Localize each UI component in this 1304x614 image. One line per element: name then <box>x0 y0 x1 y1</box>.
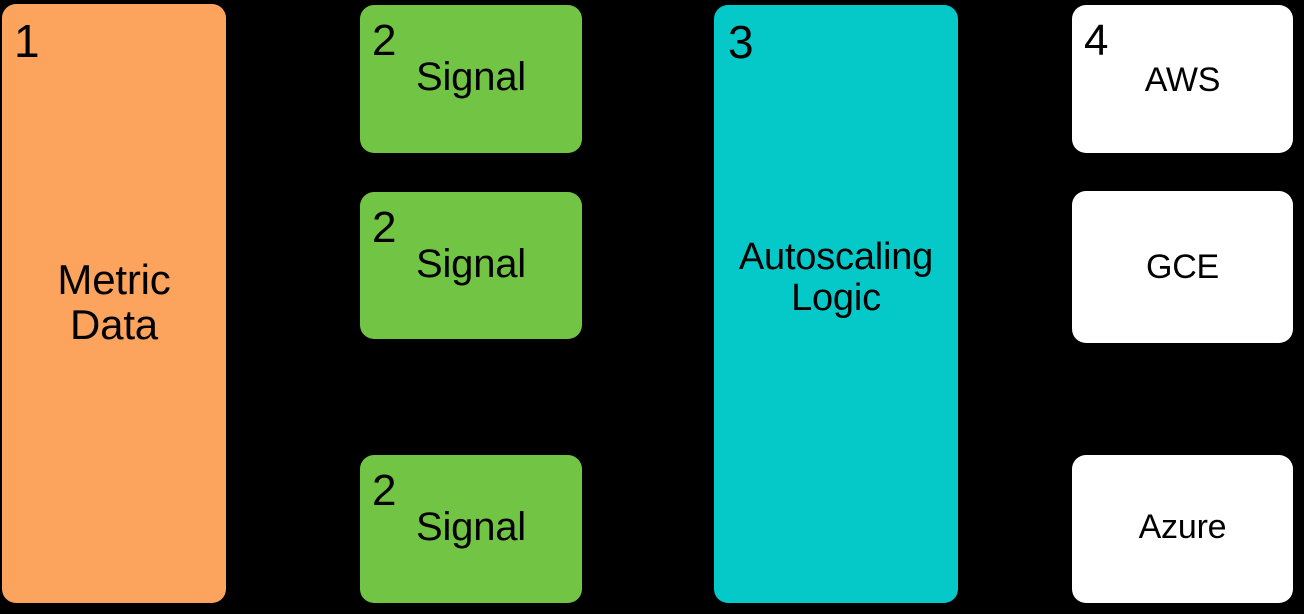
node-label-signal-1: Signal <box>416 55 526 99</box>
node-label-provider-azure: Azure <box>1138 508 1227 546</box>
node-provider-aws[interactable]: 4 AWS <box>1072 5 1293 153</box>
node-signal-2[interactable]: 2 Signal <box>360 192 582 339</box>
step-badge-4: 4 <box>1084 16 1109 65</box>
node-label-provider-aws: AWS <box>1144 61 1221 99</box>
node-label-signal-2: Signal <box>416 242 526 286</box>
node-label-metric-data: Metric Data <box>57 256 171 349</box>
node-signal-3[interactable]: 2 Signal <box>360 455 582 603</box>
step-badge-2: 2 <box>372 16 397 65</box>
node-provider-gce[interactable]: GCE <box>1072 191 1293 343</box>
step-badge-1: 1 <box>14 15 40 67</box>
step-badge-3: 3 <box>728 16 754 68</box>
node-label-provider-gce: GCE <box>1145 248 1220 286</box>
node-signal-1[interactable]: 2 Signal <box>360 5 582 153</box>
node-metric-data[interactable]: 1 Metric Data <box>2 4 226 603</box>
node-provider-azure[interactable]: Azure <box>1072 455 1293 603</box>
step-badge-2: 2 <box>372 203 397 252</box>
step-badge-2: 2 <box>372 466 397 515</box>
node-label-autoscaling-logic: Autoscaling Logic <box>738 236 934 320</box>
node-label-signal-3: Signal <box>416 505 526 549</box>
node-autoscaling-logic[interactable]: 3 Autoscaling Logic <box>714 5 958 603</box>
